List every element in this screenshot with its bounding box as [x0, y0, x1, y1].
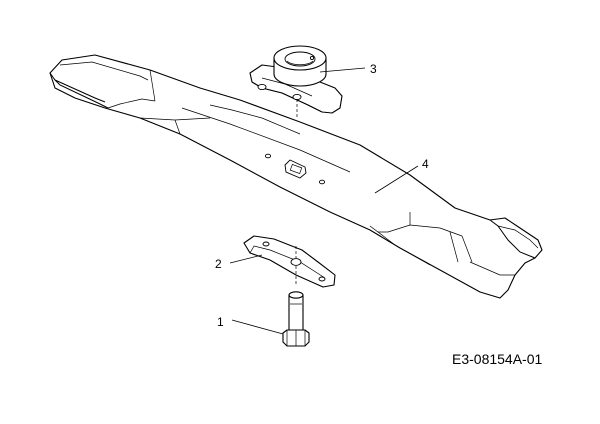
drawing-code: E3-08154A-01 [452, 351, 543, 367]
blade-adapter-part [249, 45, 343, 118]
blade-center-hole [284, 159, 307, 179]
callout-4-label: 4 [422, 157, 429, 171]
callout-2: 2 [215, 254, 263, 271]
bolt-part [282, 291, 310, 347]
support-center-hole [290, 258, 302, 266]
callout-2-label: 2 [215, 257, 222, 271]
support-hole-left [262, 241, 270, 247]
blade-support-part [243, 235, 336, 288]
blade-hole-left [264, 153, 272, 159]
support-hole-right [318, 276, 326, 282]
callout-1: 1 [217, 315, 284, 335]
callout-1-label: 1 [217, 315, 224, 329]
callout-3-label: 3 [370, 62, 377, 76]
blade-part [49, 54, 543, 299]
callout-3: 3 [319, 62, 377, 76]
callout-4: 4 [374, 157, 429, 194]
blade-hole-right [318, 179, 326, 185]
